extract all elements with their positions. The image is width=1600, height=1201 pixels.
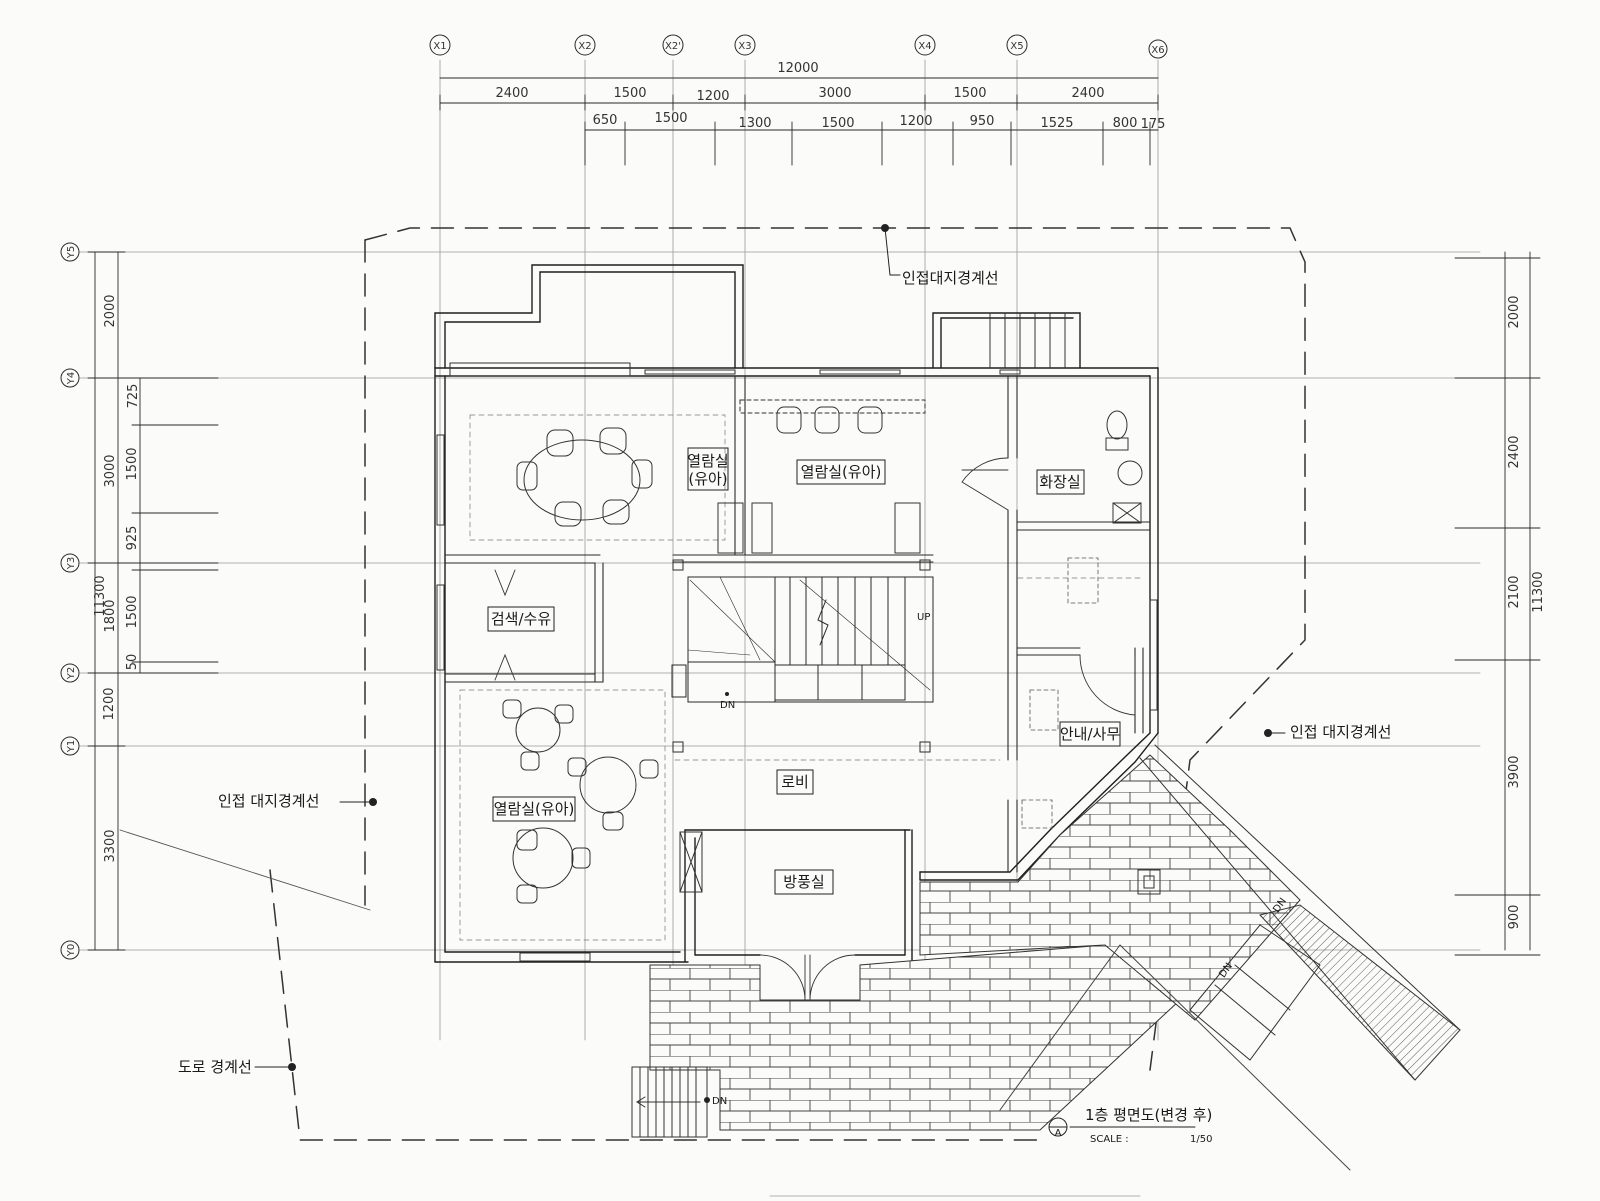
grid-label-x2: X2 [578, 41, 591, 52]
grid-label-x2p: X2' [665, 41, 681, 52]
dim-left-2: 3000 [103, 454, 118, 487]
room-label-reading-main: 열람실(유아) [801, 463, 882, 481]
dim-top-row2-9: 175 [1141, 117, 1166, 132]
dim-top-overall: 12000 [777, 61, 818, 76]
dim-top-row2-4: 1500 [821, 116, 854, 131]
room-label-reading-small: 열람실 [687, 452, 728, 470]
top-dimension-lines [439, 77, 1159, 166]
round-table-group-upper [516, 427, 653, 527]
dim-left-3: 1800 [103, 599, 118, 632]
grid-label-y1: Y1 [66, 740, 77, 753]
grid-label-x1: X1 [433, 41, 446, 52]
dim-right-5: 900 [1507, 905, 1522, 930]
dim-left-inner-1: 725 [126, 384, 141, 409]
dim-top-row2-7: 1525 [1040, 116, 1073, 131]
round-table-group-lower [502, 699, 659, 904]
left-dimension-lines [87, 251, 219, 951]
grid-label-y2: Y2 [66, 667, 77, 680]
dim-left-inner-4: 1500 [125, 595, 140, 628]
label-adjacent-boundary-top: 인접대지경계선 [902, 269, 999, 287]
grid-label-x5: X5 [1010, 41, 1023, 52]
room-label-boxes [487, 447, 1121, 895]
label-adjacent-boundary-left: 인접 대지경계선 [218, 792, 319, 810]
door-swings [494, 457, 1136, 1001]
office-furniture [1021, 557, 1099, 829]
paving-areas [649, 754, 1301, 1131]
dim-right-4: 3900 [1507, 755, 1522, 788]
dim-right-overall: 11300 [1531, 571, 1546, 612]
title-marker: A [1055, 1128, 1062, 1139]
dim-left-4: 1200 [102, 687, 117, 720]
room-label-search: 검색/수유 [491, 610, 551, 628]
leader-dots [288, 224, 1272, 1103]
exterior-ramp-stair [1139, 744, 1461, 1081]
window-marks [436, 362, 1158, 962]
dim-top-row2-1: 650 [593, 113, 618, 128]
dim-top-row2-6: 950 [970, 114, 995, 129]
interior-walls [444, 375, 1151, 873]
dim-top-row1-4: 3000 [818, 86, 851, 101]
windbreak-features [679, 831, 703, 893]
label-adjacent-boundary-right: 인접 대지경계선 [1290, 723, 1391, 741]
scale-value: 1/50 [1190, 1134, 1212, 1145]
chairs-reading-room [717, 399, 926, 554]
grid-label-y3: Y3 [66, 557, 77, 570]
dim-right-3: 2100 [1507, 575, 1522, 608]
leader-lines [254, 227, 1286, 1068]
label-stair-up: UP [917, 612, 930, 623]
dim-top-row2-5: 1200 [899, 114, 932, 129]
label-road-boundary: 도로 경계선 [178, 1058, 252, 1076]
room-label-reading-small-sub: (유아) [688, 470, 727, 488]
staircase [671, 559, 934, 753]
dim-left-1: 2000 [103, 294, 118, 327]
dim-top-row2-8: 800 [1113, 116, 1138, 131]
room-label-reading-lower: 열람실(유아) [494, 800, 575, 818]
dim-top-row1-6: 2400 [1071, 86, 1104, 101]
grid-label-x3: X3 [738, 41, 751, 52]
dim-right-1: 2000 [1507, 295, 1522, 328]
right-dimension-lines [1454, 251, 1541, 956]
grid-bubbles-top [429, 34, 1168, 59]
title-block [1048, 1117, 1196, 1137]
grid-label-y4: Y4 [66, 372, 77, 385]
grid-label-y0: Y0 [66, 944, 77, 957]
room-label-lobby: 로비 [781, 773, 809, 791]
room-outlines-dashed [459, 414, 1141, 941]
road-boundary [119, 829, 371, 911]
dim-left-5: 3300 [103, 829, 118, 862]
exterior-stair-lower [631, 1066, 708, 1138]
dim-left-inner-3: 925 [125, 526, 140, 551]
grid-bubbles-left [60, 242, 80, 960]
dim-top-row2-2: 1500 [654, 111, 687, 126]
dim-left-inner-5: 50 [125, 654, 140, 671]
dim-left-overall: 11300 [93, 575, 108, 616]
site-boundary-lines [269, 227, 1306, 1141]
restroom-fixtures [1105, 410, 1143, 524]
room-label-info: 안내/사무 [1060, 725, 1120, 743]
dim-right-2: 2400 [1507, 435, 1522, 468]
scale-label: SCALE : [1090, 1134, 1129, 1145]
dim-top-row2-3: 1300 [738, 116, 771, 131]
dim-top-row1-1: 2400 [495, 86, 528, 101]
dim-top-row1-5: 1500 [953, 86, 986, 101]
label-stair-dn: DN [720, 700, 735, 711]
room-label-windbreak: 방풍실 [783, 873, 824, 891]
drawing-title: 1층 평면도(변경 후) [1085, 1106, 1212, 1124]
grid-label-x4: X4 [918, 41, 931, 52]
dim-top-row1-3: 1200 [696, 89, 729, 104]
dim-top-row1-2: 1500 [613, 86, 646, 101]
roof-outline-triangle [999, 944, 1351, 1171]
label-dn-lower: DN [712, 1096, 727, 1107]
dim-left-inner-2: 1500 [125, 447, 140, 480]
grid-label-x6: X6 [1151, 45, 1164, 56]
room-label-restroom: 화장실 [1039, 473, 1080, 491]
grid-label-y5: Y5 [66, 246, 77, 259]
exterior-walls [434, 264, 1159, 963]
exterior-stair-upper [989, 312, 1066, 369]
